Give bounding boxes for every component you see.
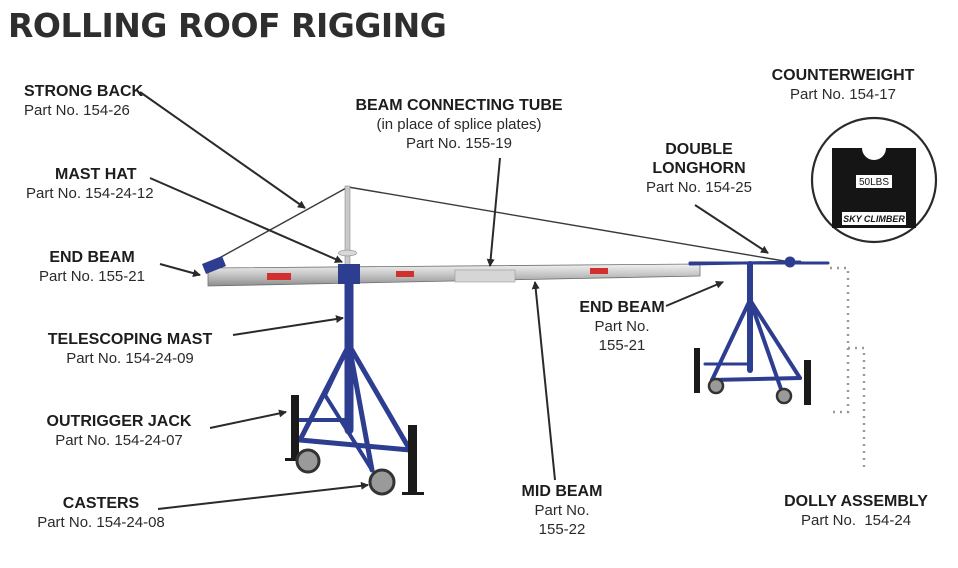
telescoping-mast-part: Part No. 154-24-09 (66, 350, 194, 367)
label-end-beam-left: END BEAM Part No. 155-21 (28, 248, 156, 286)
label-dolly-assembly: DOLLY ASSEMBLY Part No. 154-24 (772, 492, 940, 530)
strong-back-part: Part No. 154-26 (24, 102, 130, 119)
left-dolly (297, 279, 413, 473)
arrow-casters (157, 481, 369, 510)
arrow-double-longhorn (694, 204, 769, 254)
counterweight-part: Part No. 154-17 (790, 86, 896, 103)
outrigger-jack-name: OUTRIGGER JACK (46, 413, 192, 430)
label-mid-beam: MID BEAM Part No. 155-22 (510, 482, 614, 539)
mid-beam-part-line2: 155-22 (538, 521, 586, 538)
arrow-telescoping-mast (232, 315, 344, 336)
reflector-right (590, 268, 608, 274)
dolly-assembly-part: Part No. 154-24 (800, 512, 912, 529)
label-telescoping-mast: TELESCOPING MAST Part No. 154-24-09 (30, 330, 230, 368)
label-outrigger-jack: OUTRIGGER JACK Part No. 154-24-07 (38, 412, 200, 450)
mid-beam-part-line1: Part No. (534, 502, 590, 519)
dolly-bracket (828, 266, 866, 468)
left-casters (295, 448, 396, 496)
beam-connecting-tube-note: (in place of splice plates) (376, 116, 542, 133)
dolly-assembly-name: DOLLY ASSEMBLY (784, 493, 928, 510)
arrow-end-beam-right (665, 281, 724, 307)
reflector-mid (396, 271, 414, 277)
cable-lines (211, 186, 791, 263)
beam-connecting-tube-part: Part No. 155-19 (406, 135, 512, 152)
main-beam (207, 263, 701, 287)
mid-beam-name: MID BEAM (521, 483, 603, 500)
outrigger-jack-part: Part No. 154-24-07 (55, 432, 183, 449)
connecting-tube-sleeve (454, 269, 516, 283)
label-double-longhorn: DOUBLE LONGHORN Part No. 154-25 (626, 140, 772, 197)
arrow-beam-connecting-tube (486, 157, 501, 267)
page-title: ROLLING ROOF RIGGING (8, 6, 447, 45)
counterweight-weight-text: 50LBS (859, 177, 889, 188)
beam-connecting-tube-name: BEAM CONNECTING TUBE (355, 97, 563, 114)
counterweight-name: COUNTERWEIGHT (771, 67, 915, 84)
casters-part: Part No. 154-24-08 (37, 514, 165, 531)
arrow-mast-hat (149, 177, 343, 263)
right-dolly (688, 260, 802, 394)
counterweight-icon: 50LBS SKY CLIMBER (810, 116, 938, 244)
right-casters (707, 377, 793, 405)
arrow-outrigger-jack (209, 409, 287, 429)
arrow-strong-back (139, 91, 306, 209)
end-beam-left-name: END BEAM (49, 249, 135, 266)
left-end-clamp (202, 256, 360, 284)
reflector-left (267, 273, 291, 280)
left-outrigger-jacks (285, 395, 424, 495)
end-beam-right-name: END BEAM (579, 299, 665, 316)
arrow-end-beam-left (159, 263, 201, 278)
double-longhorn-name-line2: LONGHORN (652, 160, 746, 177)
double-longhorn-name-line1: DOUBLE (665, 141, 733, 158)
leader-arrows (139, 91, 769, 510)
end-beam-left-part: Part No. 155-21 (39, 268, 145, 285)
strong-back-name: STRONG BACK (24, 83, 144, 100)
label-strong-back: STRONG BACK Part No. 154-26 (24, 82, 143, 120)
counterweight-brand-text: SKY CLIMBER (843, 214, 905, 224)
label-counterweight: COUNTERWEIGHT Part No. 154-17 (760, 66, 926, 104)
end-beam-right-part-line2: 155-21 (598, 337, 646, 354)
mast-hat-part: Part No. 154-24-12 (26, 185, 154, 202)
mast-hat-name: MAST HAT (55, 166, 137, 183)
label-mast-hat: MAST HAT Part No. 154-24-12 (26, 165, 154, 203)
double-longhorn-part: Part No. 154-25 (646, 179, 752, 196)
right-outrigger-jacks (694, 348, 811, 405)
label-end-beam-right: END BEAM Part No. 155-21 (568, 298, 676, 355)
strong-back-post (338, 185, 357, 273)
label-casters: CASTERS Part No. 154-24-08 (24, 494, 178, 532)
label-beam-connecting-tube: BEAM CONNECTING TUBE (in place of splice… (340, 96, 578, 153)
telescoping-mast-name: TELESCOPING MAST (47, 331, 213, 348)
casters-name: CASTERS (62, 495, 140, 512)
end-beam-right-part-line1: Part No. (594, 318, 650, 335)
arrow-mid-beam (531, 281, 556, 481)
double-longhorn (688, 256, 830, 268)
